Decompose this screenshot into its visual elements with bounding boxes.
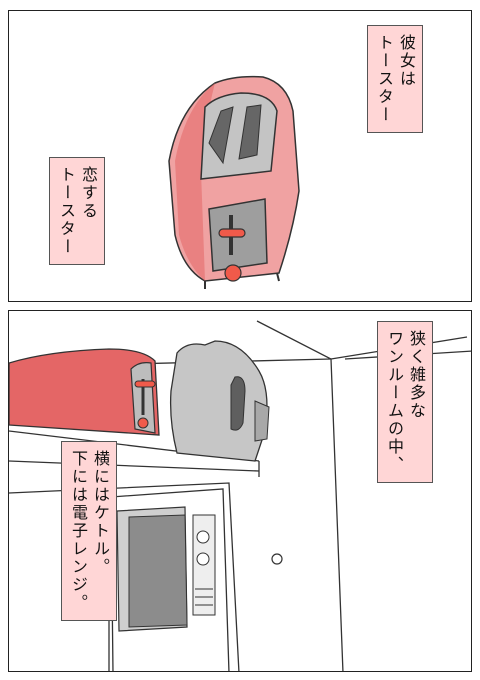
caption-line: 下には電子レンジ。 — [69, 450, 88, 612]
caption-kettle-microwave: 横にはケトル。 下には電子レンジ。 — [61, 441, 117, 621]
cabinet-knob-icon — [271, 553, 283, 565]
caption-she-is-toaster: 彼女は トースター — [367, 25, 423, 133]
caption-line: 恋する — [79, 166, 98, 220]
caption-line: トースター — [57, 166, 76, 256]
kettle-illustration — [169, 340, 270, 462]
toaster-illustration — [168, 75, 300, 289]
room-scene-illustration — [9, 320, 471, 671]
comic-panel-1: 彼女は トースター 恋する トースター — [8, 10, 472, 302]
comic-panel-2: 狭く雑多な ワンルームの中、 横にはケトル。 下には電子レンジ。 — [8, 310, 472, 672]
caption-line: 横にはケトル。 — [91, 450, 110, 576]
caption-line: 狭く雑多な — [407, 330, 426, 420]
toaster-illustration — [9, 348, 160, 436]
microwave-illustration — [110, 488, 230, 671]
caption-line: 彼女は — [397, 34, 416, 88]
caption-line: トースター — [375, 34, 394, 124]
caption-toaster-in-love: 恋する トースター — [49, 157, 105, 265]
caption-line: ワンルームの中、 — [385, 330, 404, 474]
caption-cramped-room: 狭く雑多な ワンルームの中、 — [377, 321, 433, 483]
